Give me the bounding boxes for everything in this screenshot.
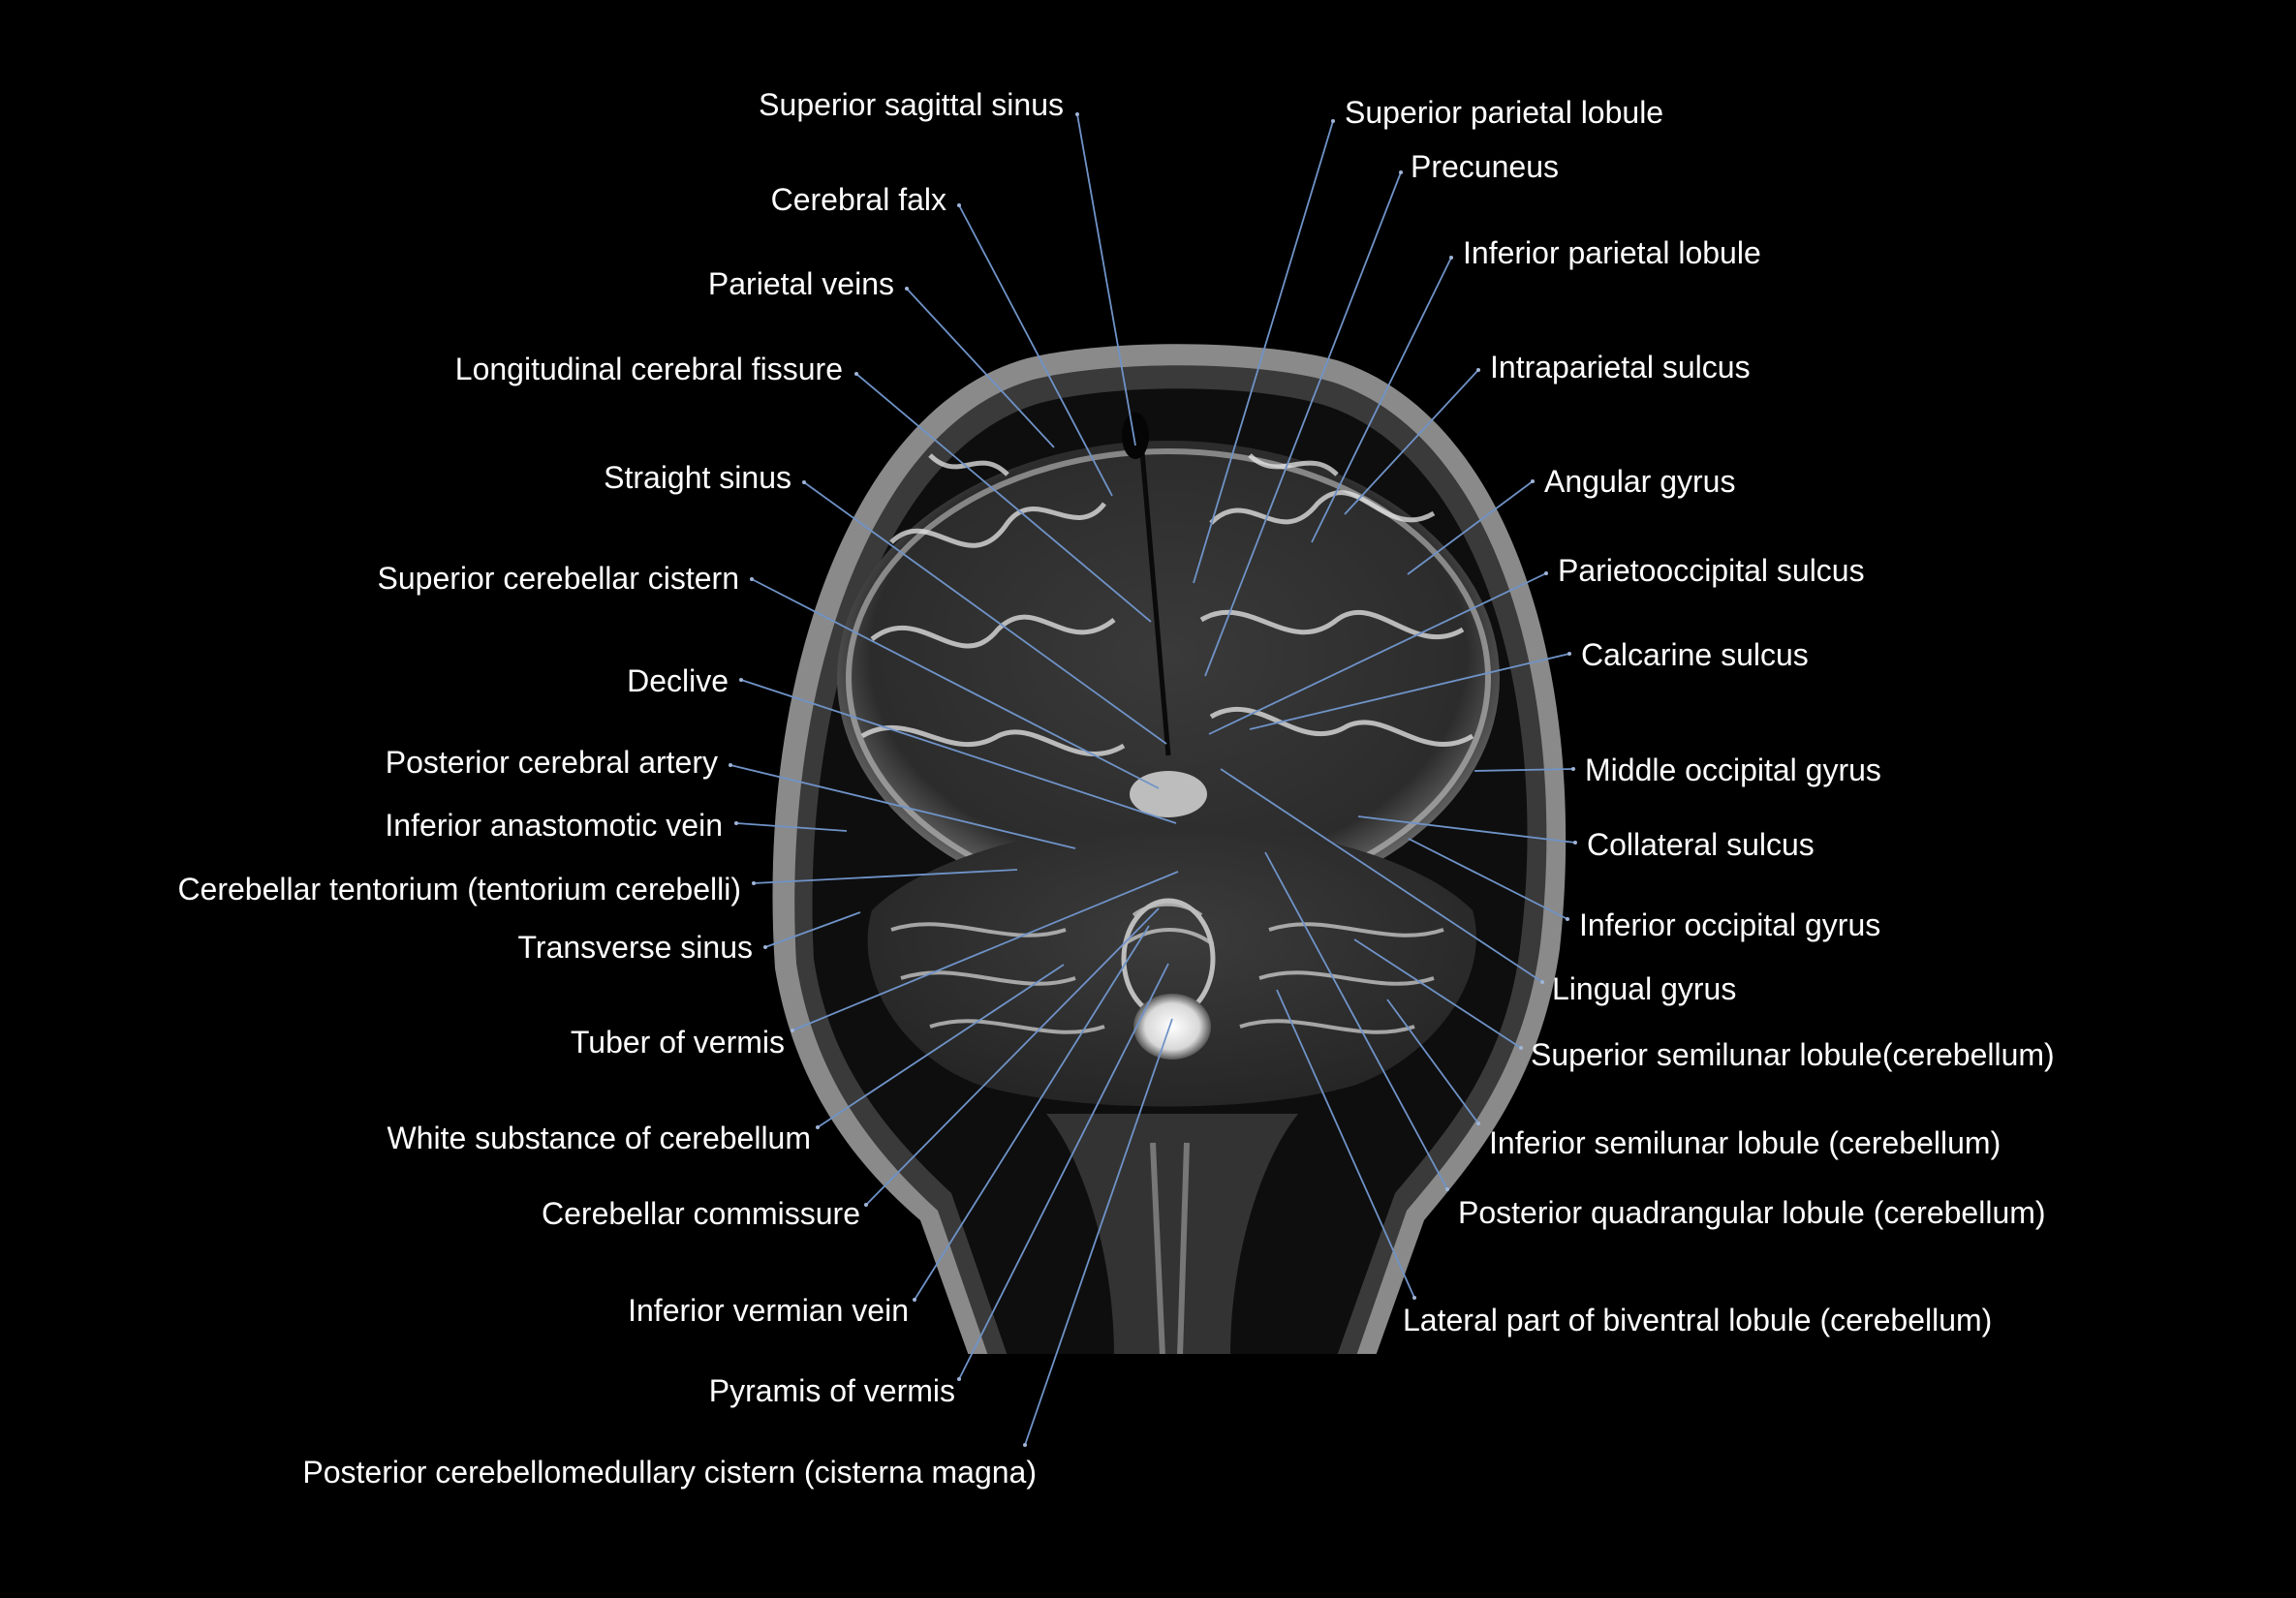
label-posterior-cerebral-artery: Posterior cerebral artery [385, 745, 718, 780]
label-inferior-vermian-vein: Inferior vermian vein [628, 1293, 909, 1328]
label-cerebellar-tentorium-tentorium-cerebelli: Cerebellar tentorium (tentorium cerebell… [177, 872, 741, 907]
label-pyramis-of-vermis: Pyramis of vermis [708, 1373, 955, 1408]
label-transverse-sinus: Transverse sinus [517, 930, 753, 965]
label-parietooccipital-sulcus: Parietooccipital sulcus [1558, 553, 1865, 588]
label-declive: Declive [627, 663, 729, 698]
label-middle-occipital-gyrus: Middle occipital gyrus [1585, 753, 1881, 787]
label-posterior-cerebellomedullary-cistern-cisterna-magna: Posterior cerebellomedullary cistern (ci… [302, 1455, 1037, 1490]
label-intraparietal-sulcus: Intraparietal sulcus [1490, 350, 1751, 384]
label-inferior-occipital-gyrus: Inferior occipital gyrus [1579, 907, 1881, 942]
cisterna-magna [1133, 994, 1211, 1060]
label-superior-sagittal-sinus: Superior sagittal sinus [759, 87, 1064, 122]
label-lateral-part-of-biventral-lobule-cerebellum: Lateral part of biventral lobule (cerebe… [1403, 1303, 1993, 1337]
label-tuber-of-vermis: Tuber of vermis [570, 1025, 785, 1060]
label-lingual-gyrus: Lingual gyrus [1552, 971, 1737, 1006]
label-cerebellar-commissure: Cerebellar commissure [542, 1196, 860, 1231]
label-superior-semilunar-lobule-cerebellum: Superior semilunar lobule(cerebellum) [1531, 1037, 2055, 1072]
label-calcarine-sulcus: Calcarine sulcus [1581, 637, 1809, 672]
label-parietal-veins: Parietal veins [707, 266, 894, 301]
label-superior-parietal-lobule: Superior parietal lobule [1345, 95, 1664, 130]
label-angular-gyrus: Angular gyrus [1544, 464, 1736, 499]
label-collateral-sulcus: Collateral sulcus [1587, 827, 1815, 862]
label-inferior-parietal-lobule: Inferior parietal lobule [1463, 235, 1761, 270]
label-straight-sinus: Straight sinus [604, 460, 791, 495]
label-cerebral-falx: Cerebral falx [770, 182, 946, 217]
label-posterior-quadrangular-lobule-cerebellum: Posterior quadrangular lobule (cerebellu… [1458, 1195, 2046, 1230]
label-longitudinal-cerebral-fissure: Longitudinal cerebral fissure [454, 352, 843, 386]
label-inferior-anastomotic-vein: Inferior anastomotic vein [385, 808, 723, 843]
scan-body [772, 344, 1567, 1354]
label-precuneus: Precuneus [1411, 149, 1559, 184]
label-inferior-semilunar-lobule-cerebellum: Inferior semilunar lobule (cerebellum) [1489, 1125, 2001, 1160]
label-superior-cerebellar-cistern: Superior cerebellar cistern [377, 561, 740, 596]
label-white-substance-of-cerebellum: White substance of cerebellum [387, 1121, 811, 1155]
cerebellum [867, 821, 1476, 1107]
